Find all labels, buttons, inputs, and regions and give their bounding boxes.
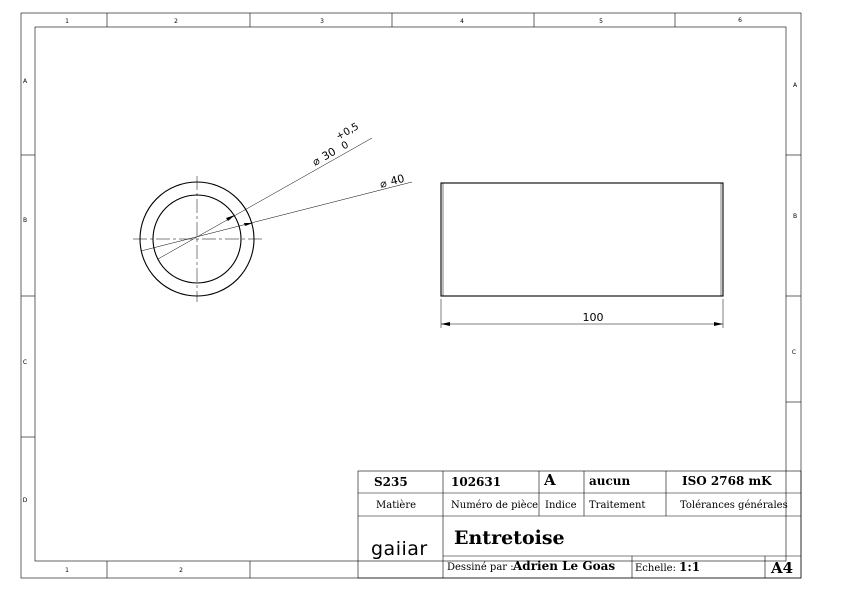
title-block: S235 102631 A aucun ISO 2768 mK Matière … bbox=[357, 470, 802, 579]
leader-arrows bbox=[226, 215, 253, 226]
treatment-label: Traitement bbox=[589, 500, 645, 511]
tolerance-value: ISO 2768 mK bbox=[682, 474, 772, 488]
zone-labels: 1 2 3 4 5 6 1 2 A B C D A B C bbox=[23, 17, 798, 574]
drawn-by-value: Adrien Le Goas bbox=[512, 559, 615, 573]
diameter-symbol-inner: ⌀ bbox=[310, 154, 322, 169]
material-label: Matière bbox=[376, 500, 416, 511]
scale-value: 1:1 bbox=[679, 560, 700, 574]
center-lines bbox=[133, 176, 262, 302]
side-view-outline bbox=[440, 182, 724, 297]
index-label: Indice bbox=[545, 500, 577, 511]
zone-bottom-1: 1 bbox=[65, 567, 69, 574]
drawn-by-label: Dessiné par : bbox=[447, 562, 514, 573]
zone-bottom-2: 2 bbox=[179, 567, 183, 574]
zone-top-1: 1 bbox=[65, 18, 69, 25]
zone-top-2: 2 bbox=[174, 18, 178, 25]
arrow-length-left bbox=[441, 322, 450, 326]
leader-outer-diameter bbox=[140, 181, 413, 252]
zone-left-B: B bbox=[23, 217, 27, 224]
length-arrows bbox=[441, 322, 723, 326]
dimension-inner-diameter: ⌀ 30 +0,5 0 bbox=[310, 121, 361, 169]
zone-right-C: C bbox=[792, 349, 796, 356]
part-number-value: 102631 bbox=[451, 475, 501, 489]
zone-top-5: 5 bbox=[599, 18, 603, 25]
dimension-outer-diameter: ⌀ 40 bbox=[378, 172, 406, 191]
part-title: Entretoise bbox=[454, 527, 565, 549]
leader-inner-diameter bbox=[157, 137, 373, 260]
inner-border bbox=[34, 26, 787, 562]
front-view bbox=[133, 176, 262, 302]
zone-left-A: A bbox=[23, 78, 28, 85]
length-value: 100 bbox=[583, 311, 604, 324]
diameter-symbol-outer: ⌀ bbox=[378, 177, 388, 191]
zone-left-C: C bbox=[23, 359, 27, 366]
arrow-outer-diameter bbox=[244, 223, 253, 226]
treatment-value: aucun bbox=[589, 474, 631, 488]
zone-right-A: A bbox=[793, 82, 798, 89]
zone-right-B: B bbox=[793, 213, 797, 220]
dimension-length bbox=[440, 299, 724, 328]
zone-dividers bbox=[21, 13, 801, 578]
zone-left-D: D bbox=[23, 497, 28, 504]
company-logo: gaiiar bbox=[371, 538, 428, 560]
outer-diameter-value: 40 bbox=[389, 172, 406, 188]
side-view bbox=[440, 182, 724, 297]
part-number-label: Numéro de pièce bbox=[451, 500, 538, 511]
inner-diameter-value: 30 bbox=[320, 145, 339, 163]
index-value: A bbox=[543, 471, 556, 489]
scale-label: Echelle: bbox=[635, 563, 676, 574]
title-block-grid bbox=[357, 470, 802, 579]
arrow-inner-diameter bbox=[226, 215, 235, 221]
arrow-length-right bbox=[714, 322, 723, 326]
zone-top-4: 4 bbox=[460, 18, 464, 25]
material-value: S235 bbox=[374, 475, 408, 489]
zone-top-6: 6 bbox=[738, 17, 742, 24]
diameter-leaders bbox=[140, 137, 413, 260]
sheet-format: A4 bbox=[770, 559, 793, 577]
tolerance-lower: 0 bbox=[340, 140, 351, 153]
tolerance-label: Tolérances générales bbox=[680, 500, 788, 511]
zone-top-3: 3 bbox=[320, 18, 324, 25]
tolerance-upper: +0,5 bbox=[334, 121, 361, 143]
